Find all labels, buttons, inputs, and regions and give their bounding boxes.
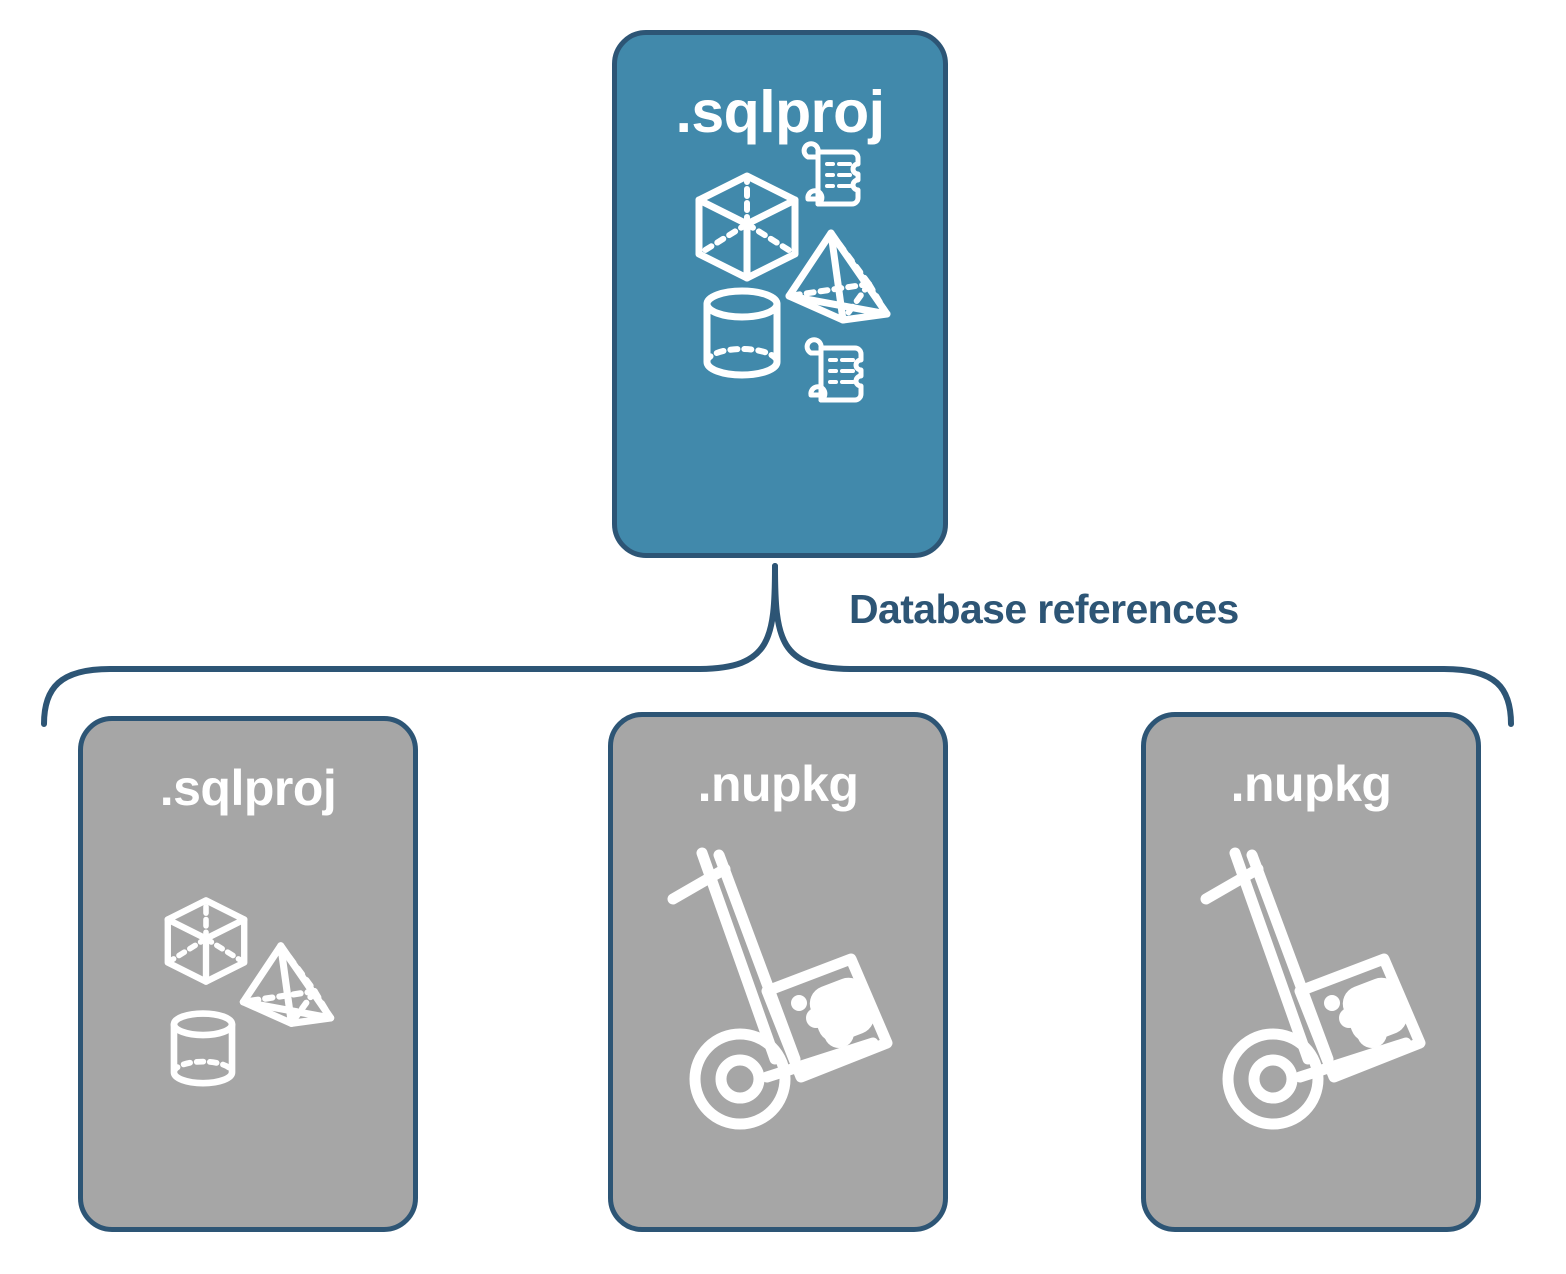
node-title: .nupkg	[1230, 756, 1392, 812]
node-icon-group	[83, 813, 413, 1227]
scroll-icon	[801, 141, 861, 207]
scroll-icon	[804, 337, 864, 403]
hand-truck-package-icon	[1200, 847, 1426, 1130]
node-nupkg-reference-1[interactable]: .nupkg	[608, 712, 948, 1232]
connector-label: Database references	[843, 586, 1245, 634]
node-sqlproj-reference[interactable]: .sqlproj	[78, 716, 418, 1232]
pyramid-icon	[239, 942, 335, 1027]
cylinder-icon	[703, 287, 781, 379]
hand-truck-package-icon	[667, 847, 893, 1130]
cylinder-icon	[170, 1010, 236, 1087]
node-sqlproj-root[interactable]: .sqlproj	[612, 30, 948, 558]
cube-icon	[695, 172, 799, 282]
node-icon-group	[617, 141, 943, 553]
node-title: .sqlproj	[159, 760, 337, 816]
node-nupkg-reference-2[interactable]: .nupkg	[1141, 712, 1481, 1232]
cube-icon	[164, 897, 248, 985]
node-icon-group	[613, 809, 943, 1227]
node-title: .nupkg	[697, 756, 859, 812]
pyramid-icon	[785, 229, 891, 324]
node-title: .sqlproj	[675, 79, 885, 145]
node-icon-group	[1146, 809, 1476, 1227]
